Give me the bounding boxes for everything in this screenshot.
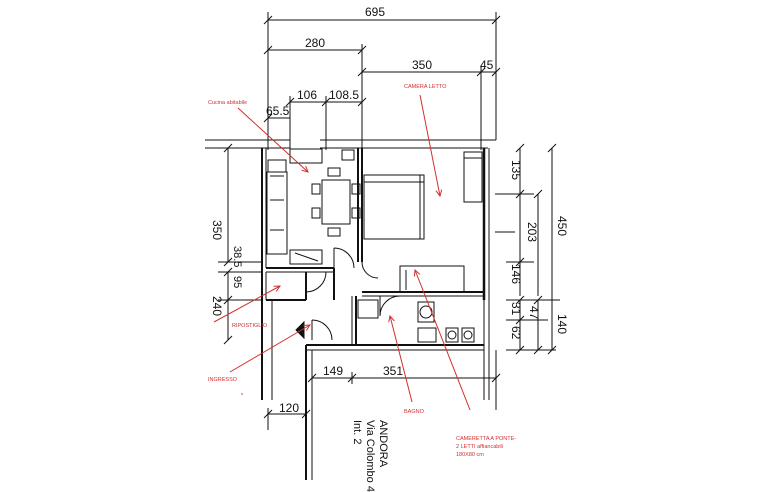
dim-right-203: 203 bbox=[525, 222, 539, 242]
dim-right-31: 31 bbox=[509, 302, 523, 316]
dim-top-280: 280 bbox=[305, 36, 325, 50]
label-camera-letto: CAMERA LETTO bbox=[404, 84, 447, 90]
label-cameretta-2: 2 LETTI affiancabili bbox=[456, 444, 503, 450]
dim-bottom-351: 351 bbox=[383, 364, 403, 378]
dim-right-140: 140 bbox=[555, 314, 569, 334]
dim-top-350: 350 bbox=[412, 58, 432, 72]
bottom-dimension-labels: 149 351 120 bbox=[279, 364, 403, 415]
dim-right-450: 450 bbox=[555, 216, 569, 236]
label-cucina: Cucina abitabile bbox=[208, 100, 247, 106]
sink bbox=[445, 327, 459, 343]
top-dimension-labels: 695 280 350 45 106 108.5 65.5 bbox=[266, 5, 494, 118]
dim-right-135: 135 bbox=[509, 160, 523, 180]
annotation-arrows bbox=[213, 94, 471, 411]
dim-bottom-149: 149 bbox=[323, 364, 343, 378]
kitchen-counter bbox=[266, 171, 288, 255]
address-block: ANDORA Via Colombo 48 Int. 2 bbox=[351, 420, 389, 492]
dim-right-146: 146 bbox=[509, 264, 523, 284]
dim-left-38-5: 38.5 bbox=[231, 246, 243, 267]
dim-left-350: 350 bbox=[210, 220, 224, 240]
double-bed bbox=[363, 174, 425, 240]
dim-top-65-5: 65.5 bbox=[266, 104, 290, 118]
dim-left-95: 95 bbox=[231, 276, 243, 288]
label-cameretta-3: 180X80 cm bbox=[456, 452, 484, 458]
toilet bbox=[417, 327, 437, 343]
dim-right-47: 47 bbox=[527, 306, 541, 320]
shower bbox=[357, 299, 379, 319]
label-ripostiglio: RIPOSTIGLIO bbox=[232, 323, 268, 329]
dim-top-108-5: 108.5 bbox=[329, 88, 359, 102]
label-bagno: BAGNO bbox=[404, 409, 425, 415]
dim-left-240: 240 bbox=[210, 296, 224, 316]
dining-table bbox=[321, 179, 351, 225]
bidet bbox=[461, 327, 475, 343]
right-dimension-labels: 135 450 203 146 31 47 140 62 bbox=[509, 160, 569, 340]
left-dimension-labels: 350 38.5 95 240 bbox=[210, 220, 243, 316]
dim-total-width: 695 bbox=[365, 5, 385, 19]
label-ingresso: INGRESSO bbox=[208, 377, 238, 383]
dim-top-106: 106 bbox=[297, 88, 317, 102]
annotation-dot bbox=[241, 393, 243, 395]
right-dimensions bbox=[495, 143, 560, 355]
address-line-2: Via Colombo 48 bbox=[364, 420, 376, 492]
dim-right-62: 62 bbox=[509, 326, 523, 340]
bottom-dimensions bbox=[263, 350, 501, 430]
address-line-1: ANDORA bbox=[377, 420, 389, 468]
top-dimensions bbox=[263, 12, 501, 150]
cameretta-bed bbox=[399, 265, 465, 293]
dim-top-45: 45 bbox=[480, 58, 494, 72]
dim-bottom-120: 120 bbox=[279, 401, 299, 415]
furniture bbox=[266, 148, 483, 343]
address-line-3: Int. 2 bbox=[351, 420, 363, 444]
annotation-labels: Cucina abitabile CAMERA LETTO RIPOSTIGLI… bbox=[208, 84, 516, 458]
doors bbox=[295, 247, 401, 341]
label-cameretta-1: CAMERETTA A PONTE- bbox=[456, 436, 516, 442]
